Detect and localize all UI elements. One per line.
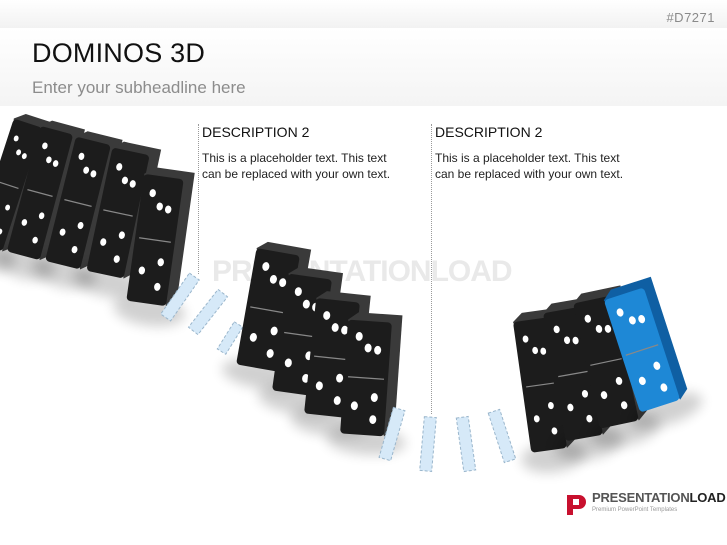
- placeholder-domino-1: [160, 272, 200, 322]
- slide-title: DOMINOS 3D: [32, 38, 206, 68]
- presentationload-logo: PRESENTATIONLOAD Premium PowerPoint Temp…: [560, 490, 726, 520]
- header-band: [0, 28, 727, 106]
- domino-right-blue: [603, 276, 703, 429]
- description-2: DESCRIPTION 2 This is a placeholder text…: [435, 124, 635, 182]
- placeholder-domino-7: [487, 408, 517, 464]
- placeholder-domino-4: [378, 406, 406, 462]
- domino-right-3: [573, 285, 660, 447]
- description-2-connector: [431, 124, 432, 414]
- placeholder-domino-2: [187, 288, 229, 336]
- top-bar: [0, 0, 727, 28]
- logo-wordmark: PRESENTATIONLOAD: [592, 490, 726, 505]
- slide-code: #D7271: [666, 10, 715, 25]
- placeholder-domino-5: [419, 416, 437, 472]
- description-1-text: This is a placeholder text. This text ca…: [202, 151, 391, 181]
- placeholder-domino-3: [216, 321, 244, 355]
- logo-mark-icon: [567, 495, 586, 515]
- description-1-connector: [198, 124, 199, 274]
- description-1: DESCRIPTION 2 This is a placeholder text…: [202, 124, 402, 182]
- logo-tagline: Premium PowerPoint Templates: [592, 507, 678, 513]
- description-2-text: This is a placeholder text. This text ca…: [435, 151, 624, 181]
- description-2-heading: DESCRIPTION 2: [435, 124, 543, 140]
- description-1-heading: DESCRIPTION 2: [202, 124, 310, 140]
- domino-left-5: [113, 167, 195, 327]
- placeholder-domino-6: [455, 415, 477, 473]
- slide-subtitle: Enter your subheadline here: [32, 78, 246, 97]
